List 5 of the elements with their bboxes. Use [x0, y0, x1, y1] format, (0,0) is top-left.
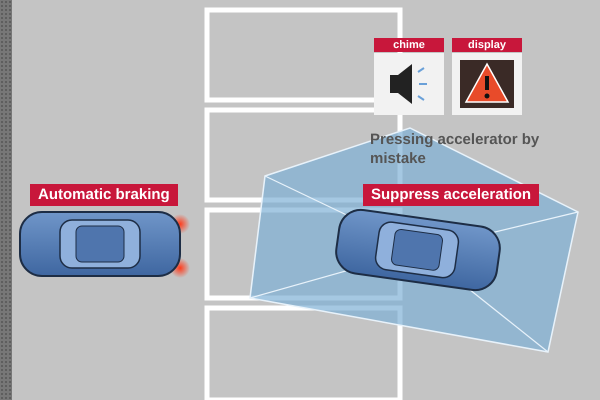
tag-label: Suppress acceleration	[363, 184, 540, 206]
tag-label: display	[452, 38, 522, 52]
caption-text: Pressing accelerator by mistake	[370, 130, 540, 168]
tag-label: chime	[374, 38, 444, 52]
tag-label: Automatic braking	[30, 184, 178, 206]
